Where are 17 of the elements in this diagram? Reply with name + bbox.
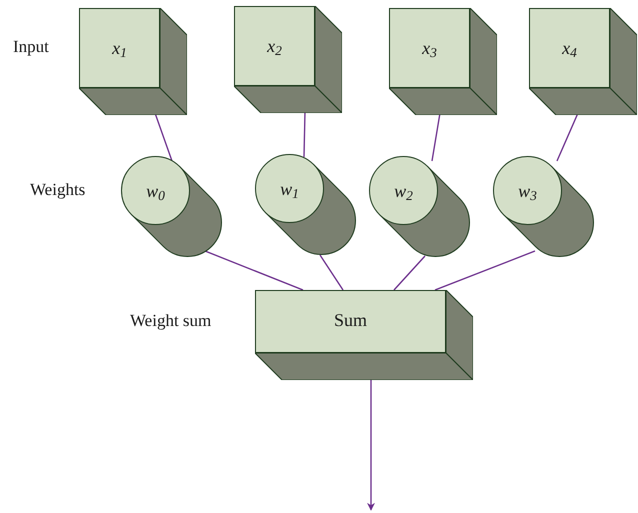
node-label: x$_{2}$ [267,37,282,55]
connector-line [394,256,426,290]
node-label: w$_{3}$ [518,182,537,200]
node-label: w$_{1}$ [280,180,299,198]
node-label: x$_{3}$ [422,39,437,57]
connector-line [319,254,344,290]
connector-line [204,250,304,291]
row-label: Input [13,36,49,58]
arrow [367,380,375,511]
row-label: Weights [30,179,86,200]
connector-line [434,250,536,291]
node-label: w$_{2}$ [394,182,413,200]
node-label: x$_{4}$ [562,39,577,57]
node-label: x$_{1}$ [112,39,127,57]
node-label: Sum [334,310,367,328]
row-label: Weight sum [130,310,212,332]
node-label: w$_{0}$ [146,182,165,200]
